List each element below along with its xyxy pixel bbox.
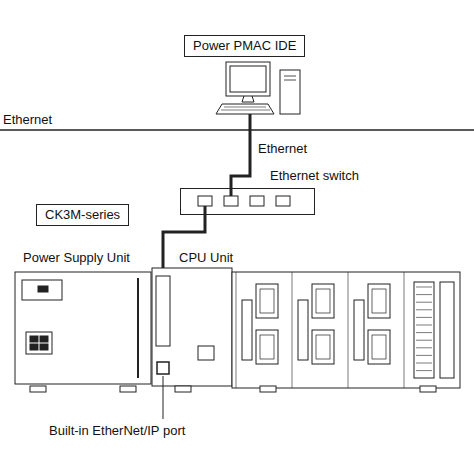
port-label: Built-in EtherNet/IP port bbox=[48, 423, 186, 439]
terminal-block bbox=[440, 282, 454, 378]
cable-label: Ethernet bbox=[257, 141, 308, 157]
mount-foot bbox=[175, 386, 191, 392]
mount-foot bbox=[420, 386, 436, 392]
screen bbox=[230, 66, 266, 92]
leader-line bbox=[163, 376, 164, 419]
keyboard bbox=[216, 104, 274, 114]
terminal-block bbox=[354, 300, 364, 360]
psu-indicator bbox=[22, 280, 62, 300]
cpu-connector bbox=[198, 346, 214, 360]
node-text: Ethernet switch bbox=[270, 168, 359, 184]
title-box: Power PMAC IDE bbox=[184, 35, 305, 57]
dsub-connector bbox=[368, 330, 390, 364]
mount-foot bbox=[30, 386, 46, 392]
switch-port bbox=[276, 196, 290, 206]
terminal-block bbox=[298, 300, 308, 360]
psu-edge bbox=[137, 278, 139, 378]
cpu-unit bbox=[152, 268, 232, 386]
cpu-status-panel bbox=[156, 276, 170, 346]
ethernet-cable bbox=[249, 114, 252, 130]
bus-label: Ethernet bbox=[2, 112, 53, 128]
switch-port bbox=[224, 196, 238, 206]
ethernet-bus bbox=[0, 129, 474, 131]
terminal-block bbox=[414, 282, 434, 378]
node-text: Power PMAC IDE bbox=[193, 38, 296, 54]
dsub-connector bbox=[368, 284, 390, 318]
pc-tower bbox=[280, 70, 300, 114]
switch-port bbox=[198, 196, 212, 206]
power-supply-unit bbox=[15, 272, 151, 384]
psu-terminal bbox=[26, 332, 52, 354]
io-modules bbox=[232, 272, 460, 388]
dsub-connector bbox=[256, 284, 278, 318]
unit-label: Power Supply Unit bbox=[22, 250, 131, 266]
switch-port bbox=[250, 196, 264, 206]
ethernet-port bbox=[157, 362, 169, 374]
monitor bbox=[226, 62, 270, 96]
terminal-block bbox=[242, 300, 252, 360]
dsub-connector bbox=[256, 330, 278, 364]
series-box: CK3M-series bbox=[36, 204, 129, 226]
ethernet-switch: Ethernet switch bbox=[180, 168, 405, 216]
unit-label: CPU Unit bbox=[178, 250, 234, 266]
mount-foot bbox=[120, 386, 136, 392]
switch-housing bbox=[180, 188, 315, 215]
mount-foot bbox=[260, 386, 276, 392]
monitor-stand bbox=[242, 96, 254, 102]
node-text: CK3M-series bbox=[45, 207, 120, 223]
dsub-connector bbox=[312, 284, 334, 318]
dsub-connector bbox=[312, 330, 334, 364]
